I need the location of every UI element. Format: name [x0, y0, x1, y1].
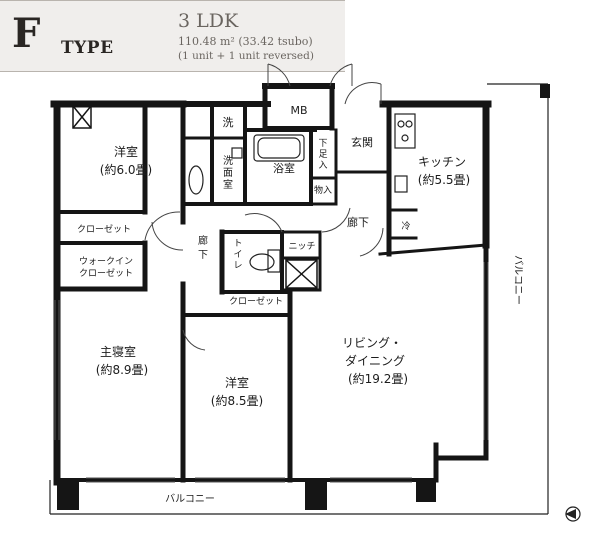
master-bedroom-size: (約8.9畳): [96, 362, 148, 377]
washer-label: 洗: [223, 116, 234, 129]
shoe-storage-label-3: 入: [318, 160, 327, 171]
closet-2-label: クローゼット: [229, 295, 283, 307]
western-room-1-size: (約6.0畳): [100, 162, 152, 177]
hall-left-label-1: 廊: [198, 234, 208, 247]
living-dining-label-1: リビング・: [342, 336, 402, 350]
walk-in-closet-label-2: クローゼット: [79, 267, 133, 279]
type-word: TYPE: [61, 38, 114, 58]
north-arrow-icon: [565, 506, 581, 522]
balcony-right-label: バルコニー: [512, 255, 524, 305]
fridge-label: 冷: [401, 220, 410, 232]
columns: [57, 84, 550, 510]
kitchen-size: (約5.5畳): [418, 172, 470, 187]
western-room-2-name: 洋室: [225, 375, 249, 390]
master-bedroom-name: 主寝室: [100, 344, 136, 359]
western-room-2-size: (約8.5畳): [211, 393, 263, 408]
mb-label: MB: [290, 104, 307, 117]
bath-label: 浴室: [273, 161, 295, 175]
door-swings: [144, 63, 384, 351]
living-dining-size: (約19.2畳): [348, 371, 408, 386]
shoe-storage-label-1: 下: [318, 139, 327, 149]
toilet-label-1: ト: [233, 239, 242, 249]
fixtures: [188, 113, 416, 273]
storage-label: 物入: [314, 184, 332, 196]
living-dining-label-2: ダイニング: [345, 353, 405, 368]
western-room-1-name: 洋室: [114, 144, 138, 159]
niche-label: ニッチ: [288, 241, 315, 252]
balcony-outline: [49, 83, 549, 515]
window-marks: [54, 262, 489, 483]
closet-1-label: クローゼット: [77, 223, 131, 235]
powder-room-label-3: 室: [223, 178, 233, 191]
plan-header: F TYPE 3 LDK 110.48 m² (33.42 tsubo) (1 …: [0, 0, 345, 72]
hall-left-label-2: 下: [198, 250, 208, 261]
pipe-shafts: [72, 105, 318, 289]
powder-room-label-2: 面: [223, 168, 233, 179]
area-label: 110.48 m² (33.42 tsubo): [178, 35, 313, 48]
toilet-label-3: レ: [233, 261, 242, 271]
header-bottom-rule: [0, 71, 345, 72]
entrance-label: 玄関: [351, 135, 373, 149]
type-letter: F: [12, 10, 41, 57]
kitchen-name: キッチン: [418, 155, 466, 169]
shoe-storage-label-2: 足: [318, 149, 327, 160]
walls: [50, 83, 492, 486]
toilet-label-2: イ: [233, 250, 242, 260]
walk-in-closet-label-1: ウォークイン: [79, 256, 133, 267]
powder-room-label-1: 洗: [223, 155, 233, 167]
layout-label: 3 LDK: [178, 10, 239, 32]
hall-right-label: 廊下: [347, 215, 369, 229]
balcony-bottom-label: バルコニー: [165, 493, 215, 505]
header-top-rule: [0, 0, 345, 1]
units-note: (1 unit + 1 unit reversed): [178, 50, 314, 62]
